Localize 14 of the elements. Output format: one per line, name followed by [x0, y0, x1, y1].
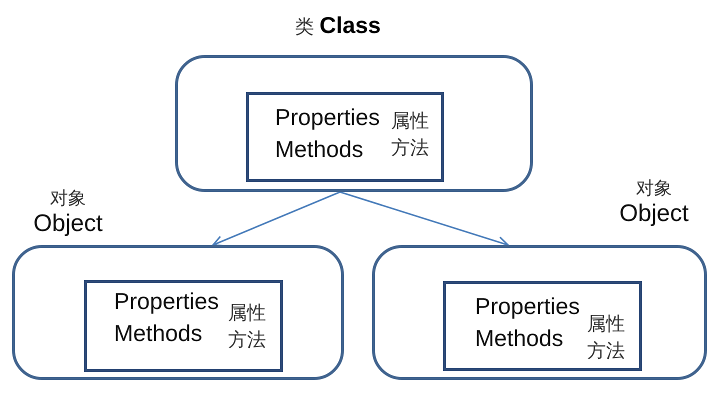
english-label: Properties Methods: [275, 103, 381, 164]
chinese-label: 属性方法: [391, 110, 430, 161]
member-box: [246, 92, 444, 182]
chinese-label: 属性方法: [587, 313, 626, 364]
box-heading: 对象 Object: [618, 177, 690, 227]
arrow: [340, 191, 509, 248]
chinese-label: 属性方法: [228, 302, 267, 353]
box-heading: 类 Class: [294, 11, 382, 40]
arrow: [212, 191, 340, 247]
box-heading: 对象 Object: [32, 187, 104, 237]
english-label: Properties Methods: [475, 292, 581, 353]
member-box: [443, 281, 642, 371]
english-label: Properties Methods: [114, 287, 220, 348]
member-box: [84, 280, 283, 372]
